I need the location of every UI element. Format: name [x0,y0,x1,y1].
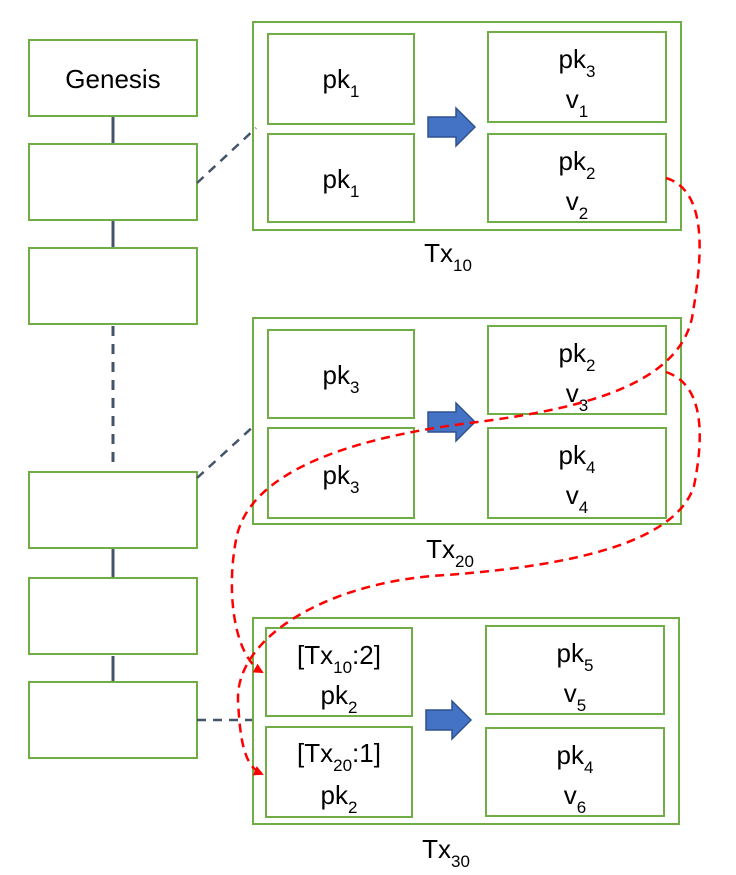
tx-output [487,31,667,123]
transfer-arrow [427,106,477,148]
tx-output [487,427,667,519]
tx-input-label: pk3 [323,360,360,397]
tx-input [265,726,413,818]
tx-input [267,427,415,519]
tx-input-key: pk2 [321,780,358,817]
tx-label: Tx30 [422,834,470,871]
genesis-label: Genesis [65,64,160,94]
transaction-tx30: [Tx10:2] pk2 [Tx20:1] pk2 pk5 v5 pk4 v6 … [252,617,680,871]
tx-output-key: pk2 [559,338,596,375]
tx-input-label: pk1 [323,164,360,201]
reference-arrow-tx10-output2 [230,176,701,674]
tx-output-key: pk5 [557,638,594,675]
tx-input-label: pk1 [323,64,360,101]
tx-output-value: v6 [564,780,586,817]
tx-output [485,625,665,715]
tx-input [265,627,413,717]
transaction-tx10: pk1 pk1 pk3 v1 pk2 v2 Tx10 [252,21,682,275]
tx-input-reference: [Tx20:1] [297,738,381,775]
tx-output-value: v3 [566,378,588,415]
chain-block [28,247,198,325]
tx-output-value: v2 [566,186,588,223]
block-tx-link [196,127,257,184]
tx-output-value: v1 [566,84,588,121]
tx-output [485,727,665,817]
tx-frame [252,21,682,231]
tx-output-key: pk4 [557,740,594,777]
transfer-arrow [427,401,477,443]
chain-block [28,471,198,549]
genesis-block: Genesis [28,39,198,117]
tx-input [267,33,415,125]
tx-input-label: pk3 [323,460,360,497]
reference-arrow-tx20-output1 [236,370,701,776]
tx-label: Tx10 [424,238,472,275]
chain-block [28,143,198,221]
tx-frame [252,617,680,825]
tx-output-key: pk2 [559,146,596,183]
transaction-tx20: pk3 pk3 pk2 v3 pk4 v4 Tx20 [252,317,682,571]
tx-input [267,133,415,223]
tx-input-key: pk2 [321,680,358,717]
tx-output-key: pk4 [559,440,596,477]
tx-output-value: v5 [564,678,586,715]
transfer-arrow [425,699,473,741]
chain-block [28,577,198,655]
tx-output [487,133,667,223]
chain-block [28,681,198,759]
block-tx-link [196,423,257,479]
tx-label: Tx20 [426,534,474,571]
tx-output-value: v4 [566,480,588,517]
tx-input-reference: [Tx10:2] [297,640,381,677]
tx-output [487,325,667,415]
tx-output-key: pk3 [559,44,596,81]
tx-input [267,329,415,419]
tx-frame [252,317,682,525]
